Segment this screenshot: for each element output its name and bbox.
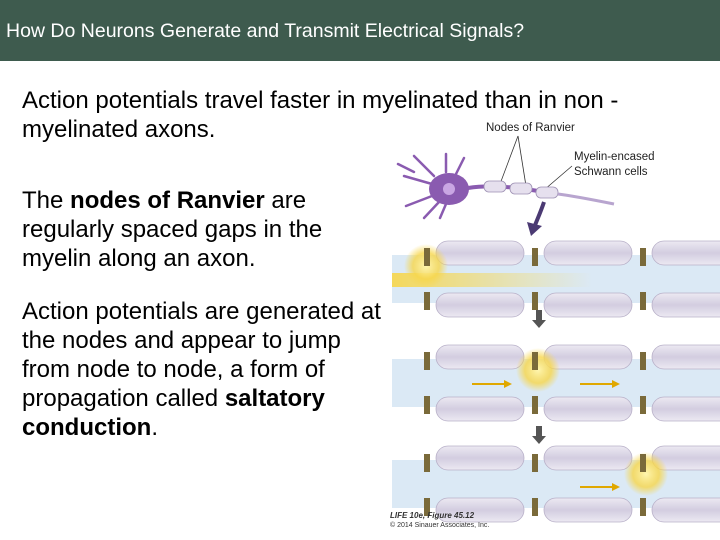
p2-pre: The xyxy=(22,187,71,214)
term-saltatory-conduction: saltatory conduction xyxy=(22,385,325,441)
figure-credit-copyright: © 2014 Sinauer Associates, Inc. xyxy=(390,521,489,529)
p2-post: are regularly spaced gaps in the myelin … xyxy=(22,187,323,272)
term-nodes-of-ranvier: nodes of Ranvier xyxy=(70,187,265,214)
axon-panel-1 xyxy=(392,240,720,318)
paragraph-saltatory: Action potentials are generated at the n… xyxy=(22,297,382,442)
slide-title: How Do Neurons Generate and Transmit Ele… xyxy=(6,20,525,42)
axon-panel-2 xyxy=(392,344,720,422)
paragraph-myelinated: Action potentials travel faster in myeli… xyxy=(22,87,619,143)
figure-credit-title: LIFE 10e, Figure 45.12 xyxy=(390,511,475,520)
axon-panel-3 xyxy=(392,445,720,523)
zoom-arrow-head xyxy=(527,222,542,236)
title-bar: How Do Neurons Generate and Transmit Ele… xyxy=(0,0,720,61)
label-leader-lines xyxy=(499,135,573,191)
panel-arrow-2 xyxy=(532,426,546,444)
label-myelin-line2: Schwann cells xyxy=(574,166,648,178)
p3-post: . xyxy=(151,414,158,441)
p3-pre: Action potentials are generated at the n… xyxy=(22,298,381,412)
panel-arrow-1 xyxy=(532,310,546,328)
paragraph-nodes-of-ranvier: The nodes of Ranvier are regularly space… xyxy=(22,186,382,273)
neuron-cell xyxy=(396,152,615,220)
label-nodes-of-ranvier: Nodes of Ranvier xyxy=(486,122,575,134)
saltatory-conduction-figure: Nodes of Ranvier Myelin-encased Schwann … xyxy=(390,122,720,529)
zoom-arrow xyxy=(532,201,546,229)
label-myelin-line1: Myelin-encased xyxy=(574,151,655,163)
